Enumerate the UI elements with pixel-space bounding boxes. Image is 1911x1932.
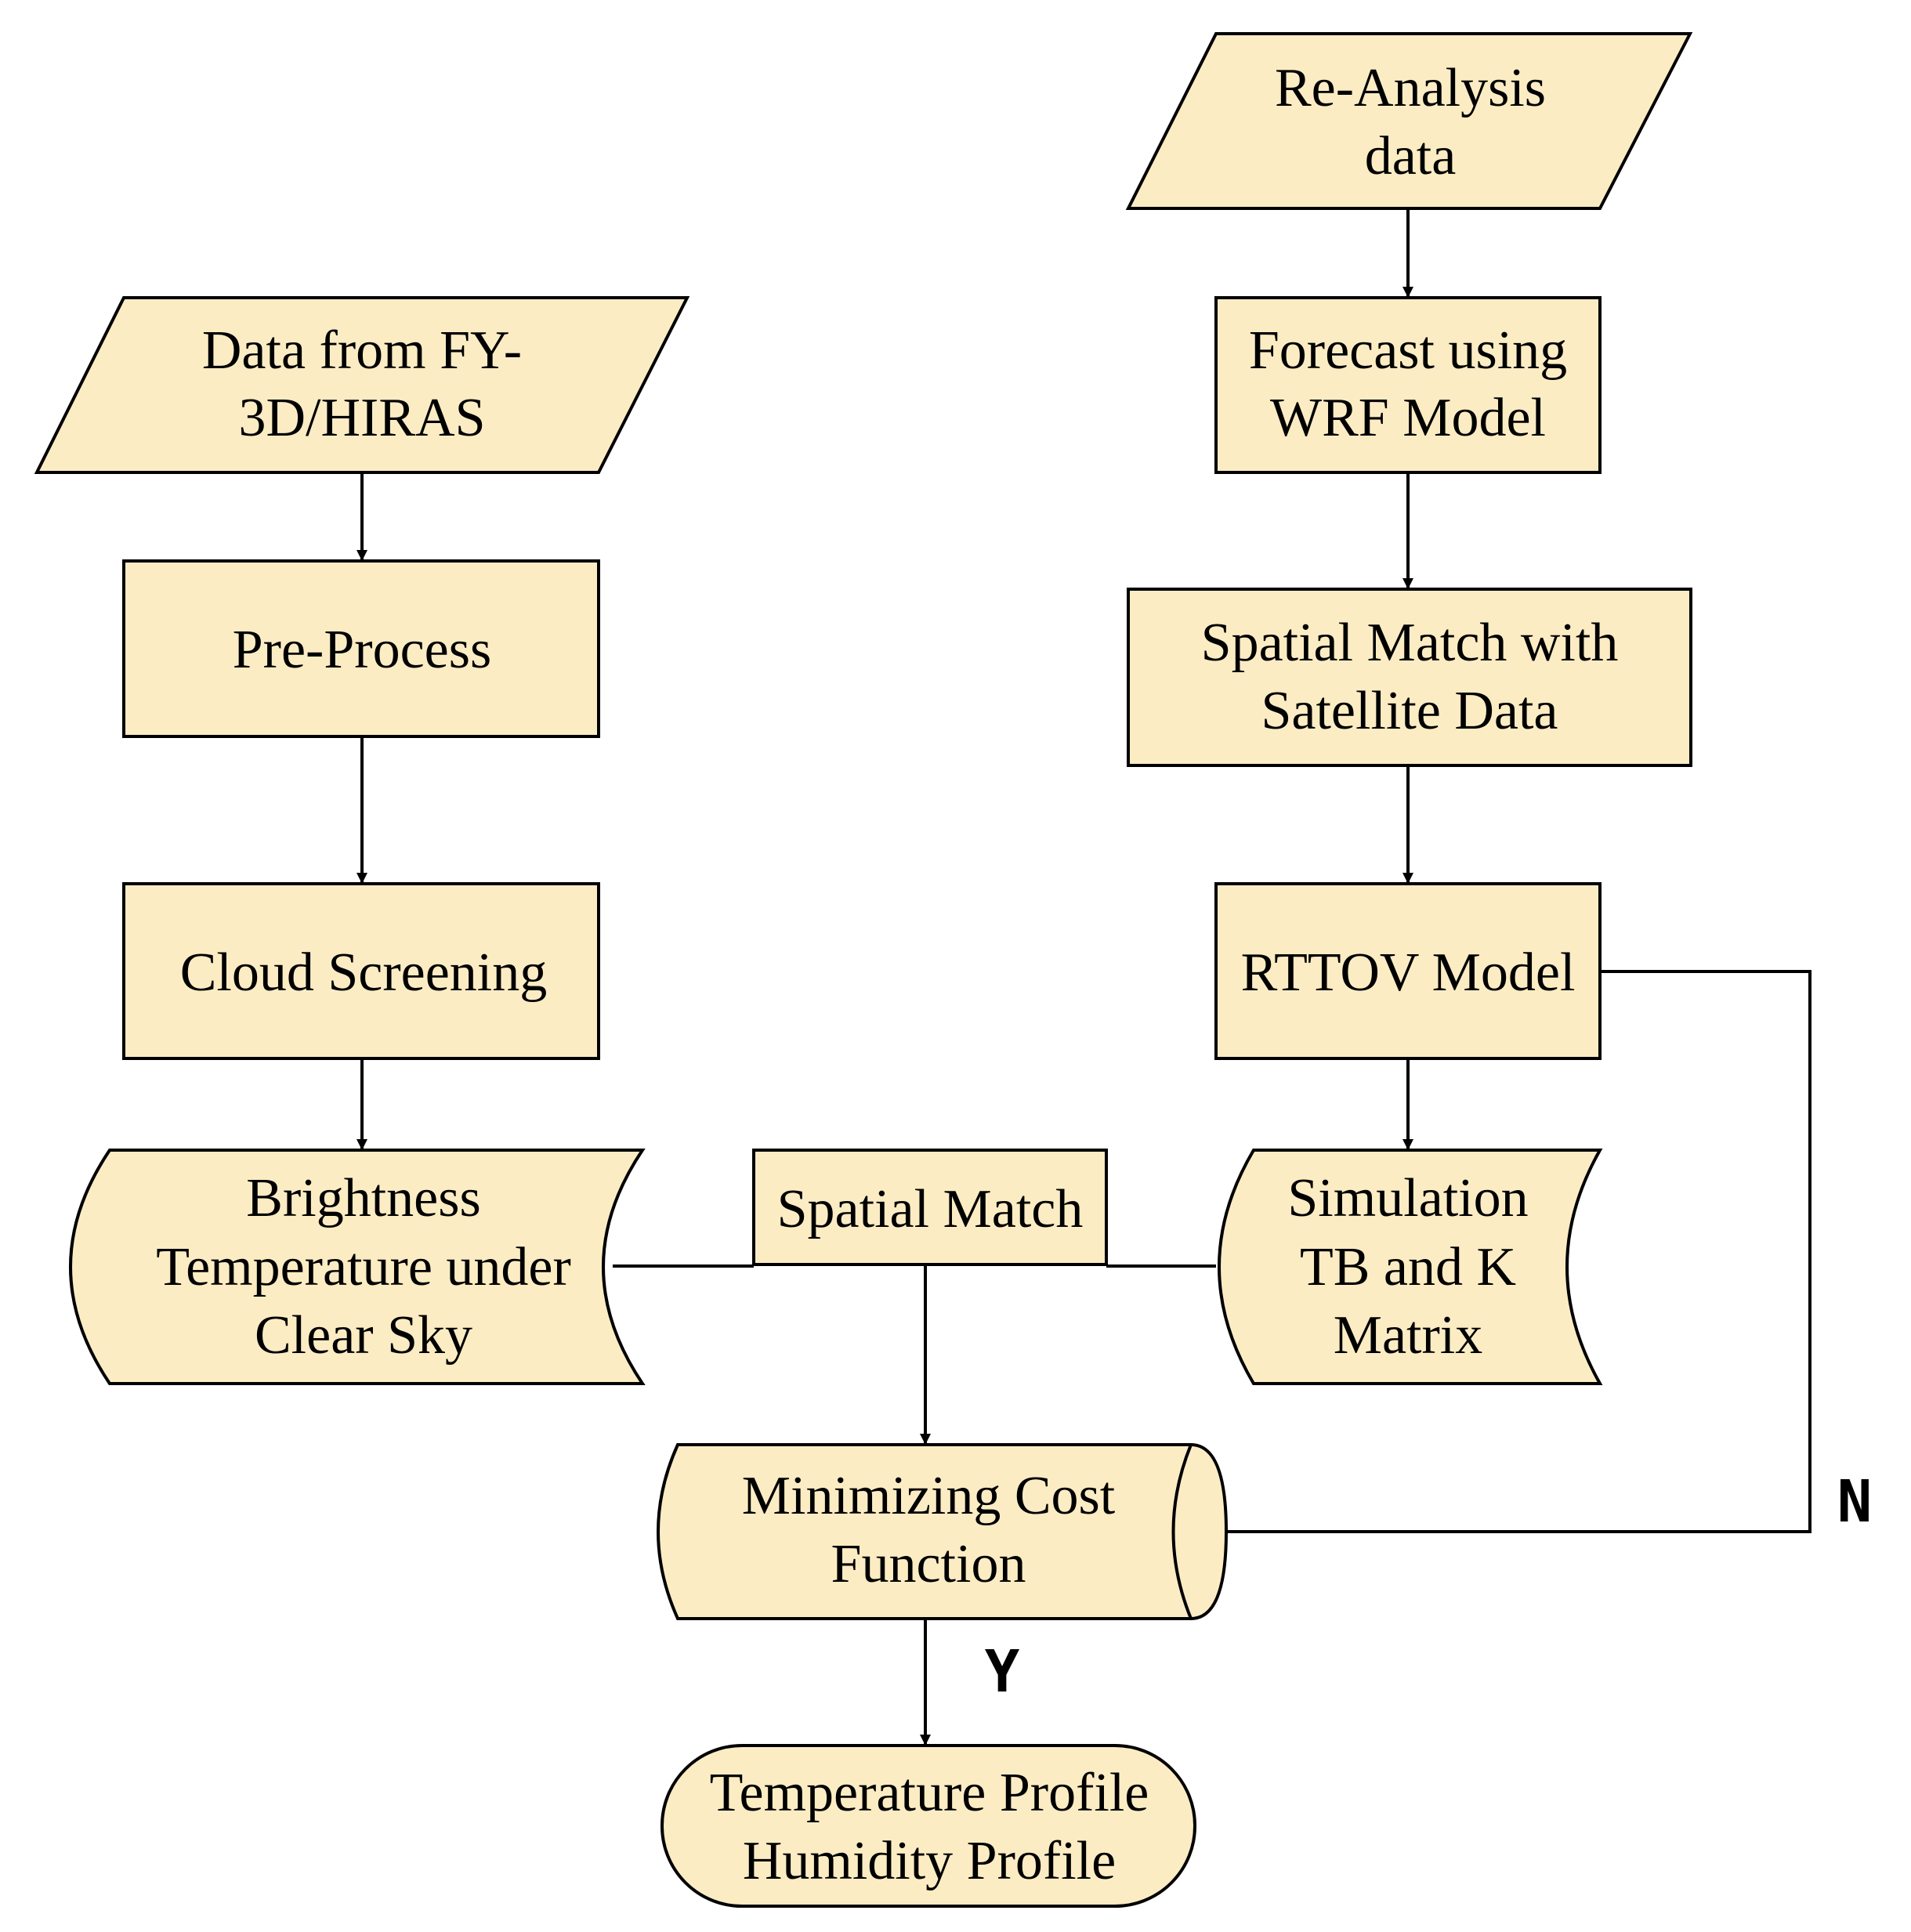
output-profiles-node bbox=[661, 1744, 1196, 1908]
brightness-label-line-3: Clear Sky bbox=[255, 1305, 472, 1366]
no-branch-label: N bbox=[1837, 1468, 1873, 1536]
spatial-match-node bbox=[752, 1149, 1108, 1266]
wrf-forecast-label-line-2: WRF Model bbox=[1270, 388, 1546, 448]
minimizing-cost-label-line-2: Function bbox=[831, 1534, 1026, 1594]
cloud-screening-node bbox=[122, 882, 600, 1060]
edge-rttov-to-minimizing-no-branch bbox=[1214, 970, 1811, 1537]
yes-branch-label: Y bbox=[985, 1638, 1020, 1706]
simulation-label-line-2: TB and K bbox=[1300, 1237, 1516, 1297]
minimizing-cost-function-node bbox=[657, 1443, 1229, 1620]
rttov-model-node bbox=[1214, 882, 1602, 1060]
output-profiles-label-line-1: Temperature Profile bbox=[710, 1763, 1149, 1823]
reanalysis-data-node bbox=[1125, 32, 1693, 210]
simulation-label-line-1: Simulation bbox=[1287, 1168, 1528, 1228]
reanalysis-label-line-1: Re-Analysis bbox=[1275, 58, 1546, 118]
spatial-match-label: Spatial Match bbox=[777, 1179, 1084, 1239]
spatial-match-satellite-node bbox=[1127, 588, 1692, 767]
fy3d-hiras-data-node bbox=[34, 296, 690, 474]
brightness-label-line-1: Brightness bbox=[246, 1168, 480, 1228]
spatial-match-satellite-label-line-1: Spatial Match with bbox=[1201, 613, 1619, 673]
brightness-label-line-2: Temperature under bbox=[156, 1237, 571, 1297]
simulation-label-line-3: Matrix bbox=[1334, 1305, 1483, 1366]
reanalysis-label-line-2: data bbox=[1365, 126, 1457, 186]
minimizing-cost-label-line-1: Minimizing Cost bbox=[742, 1466, 1116, 1526]
brightness-temperature-node bbox=[69, 1149, 646, 1385]
simulation-tb-k-matrix-node bbox=[1218, 1149, 1603, 1385]
spatial-match-satellite-label-line-2: Satellite Data bbox=[1261, 681, 1558, 741]
rttov-model-label: RTTOV Model bbox=[1241, 942, 1576, 1003]
wrf-forecast-node bbox=[1214, 296, 1602, 474]
cloud-screening-label: Cloud Screening bbox=[180, 942, 548, 1003]
pre-process-node bbox=[122, 559, 600, 738]
fy3d-label-line-2: 3D/HIRAS bbox=[238, 388, 485, 448]
fy3d-label-line-1: Data from FY- bbox=[202, 320, 522, 381]
pre-process-label: Pre-Process bbox=[233, 620, 491, 680]
minimizing-cost-function-curve bbox=[1171, 1444, 1193, 1619]
output-profiles-label-line-2: Humidity Profile bbox=[743, 1831, 1116, 1891]
wrf-forecast-label-line-1: Forecast using bbox=[1249, 320, 1567, 381]
